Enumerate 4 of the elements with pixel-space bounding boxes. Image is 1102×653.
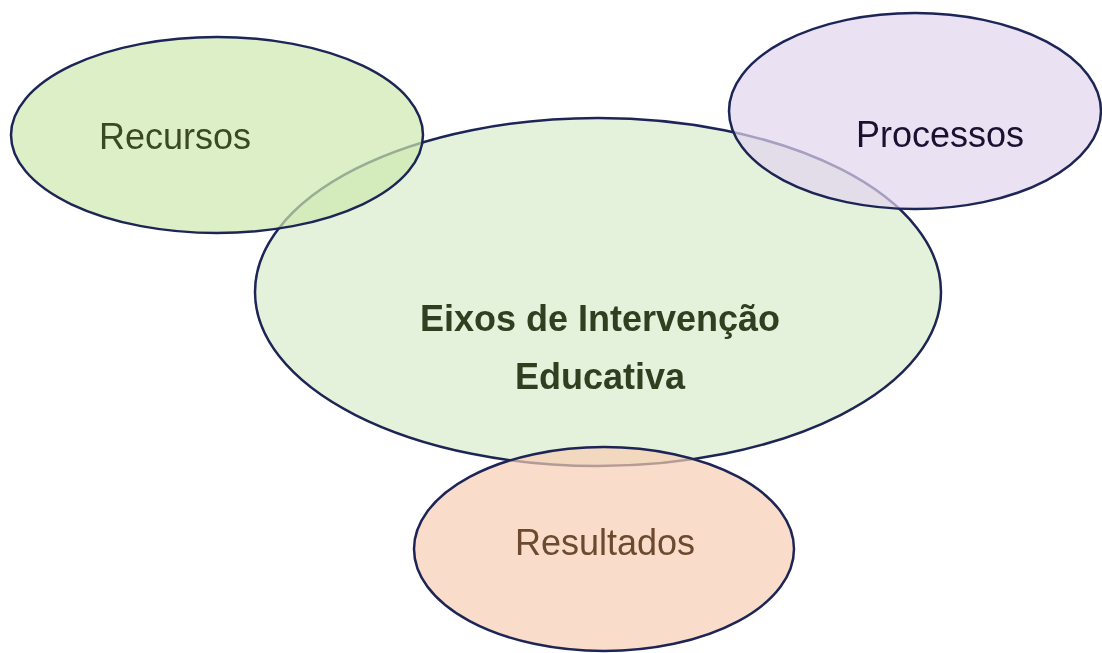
category-label: Resultados (513, 521, 697, 565)
category-label: Eixos de Intervenção Educativa (418, 297, 782, 399)
category-label: Recursos (97, 115, 253, 159)
category-label: Processos (854, 113, 1026, 157)
